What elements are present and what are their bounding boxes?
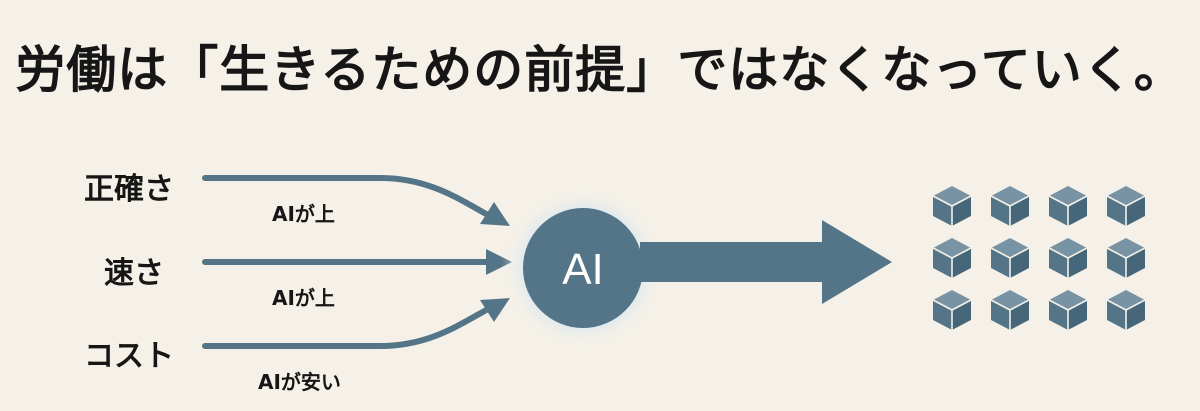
- cube-icon: [932, 289, 972, 331]
- cube-icon: [990, 289, 1030, 331]
- factor-label-accuracy: 正確さ: [84, 172, 174, 207]
- arrowhead-speed: [486, 249, 512, 275]
- connector-accuracy: [202, 175, 493, 219]
- cube-icon: [932, 237, 972, 279]
- cube-icon: [990, 185, 1030, 227]
- cube-icon: [1048, 185, 1088, 227]
- connector-cost: [202, 305, 493, 349]
- cube-icon: [1048, 289, 1088, 331]
- output-arrow: [640, 220, 892, 304]
- arrowhead-accuracy: [480, 202, 510, 226]
- arrowhead-cost: [480, 298, 510, 322]
- relation-label-cost: AIが安い: [258, 370, 341, 394]
- factor-label-cost: コスト: [84, 339, 174, 374]
- cube-icon: [932, 185, 972, 227]
- cube-icon: [1106, 237, 1146, 279]
- cube-icon: [1106, 185, 1146, 227]
- ai-label: AI: [562, 245, 604, 294]
- slide-title: 労働は「生きるための前提」ではなくなっていく。: [15, 40, 1185, 99]
- relation-label-accuracy: AIが上: [272, 202, 335, 226]
- cube-icon: [1048, 237, 1088, 279]
- cube-icon: [1106, 289, 1146, 331]
- factor-label-speed: 速さ: [104, 256, 164, 291]
- relation-label-speed: AIが上: [272, 286, 335, 310]
- output-cube-grid: [932, 185, 1146, 331]
- ai-circle: [523, 208, 643, 328]
- cube-icon: [990, 237, 1030, 279]
